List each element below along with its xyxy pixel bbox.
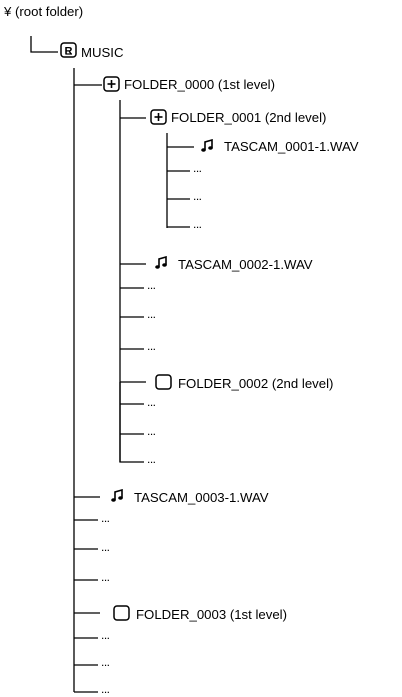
expanded-folder-icon: [103, 76, 120, 92]
ellipsis: ...: [147, 424, 156, 438]
ellipsis: ...: [101, 682, 110, 696]
tascam-0003-label: TASCAM_0003-1.WAV: [134, 490, 269, 505]
ellipsis: ...: [193, 189, 202, 203]
folder-0000-label: FOLDER_0000 (1st level): [124, 77, 275, 92]
ellipsis: ...: [147, 395, 156, 409]
ellipsis: ...: [147, 278, 156, 292]
ellipsis: ...: [101, 628, 110, 642]
folder-0002-label: FOLDER_0002 (2nd level): [178, 376, 334, 391]
folder-0001-label: FOLDER_0001 (2nd level): [171, 110, 327, 125]
music-folder-label: MUSIC: [81, 45, 124, 60]
root-folder-label: ¥ (root folder): [4, 4, 84, 19]
ellipsis: ...: [147, 452, 156, 466]
empty-folder-icon: [113, 605, 130, 621]
music-note-icon: [155, 256, 167, 269]
ellipsis: ...: [101, 570, 110, 584]
ellipsis: ...: [147, 307, 156, 321]
connector-root: [30, 36, 58, 53]
expanded-folder-icon: [150, 109, 167, 125]
ellipsis: ...: [193, 161, 202, 175]
tascam-0002-label: TASCAM_0002-1.WAV: [178, 257, 313, 272]
ellipsis: ...: [101, 655, 110, 669]
tascam-0001-label: TASCAM_0001-1.WAV: [224, 139, 359, 154]
ellipsis: ...: [147, 339, 156, 353]
ellipsis: ...: [193, 217, 202, 231]
ellipsis: ...: [101, 540, 110, 554]
ellipsis: ...: [101, 511, 110, 525]
empty-folder-icon: [155, 374, 172, 390]
music-note-icon: [111, 489, 123, 502]
svg-text:R: R: [65, 46, 73, 58]
music-note-icon: [201, 139, 213, 152]
music-folder-icon: R: [60, 42, 77, 58]
folder-0003-label: FOLDER_0003 (1st level): [136, 607, 287, 622]
connector-folder-0002-trunk: [119, 382, 144, 463]
